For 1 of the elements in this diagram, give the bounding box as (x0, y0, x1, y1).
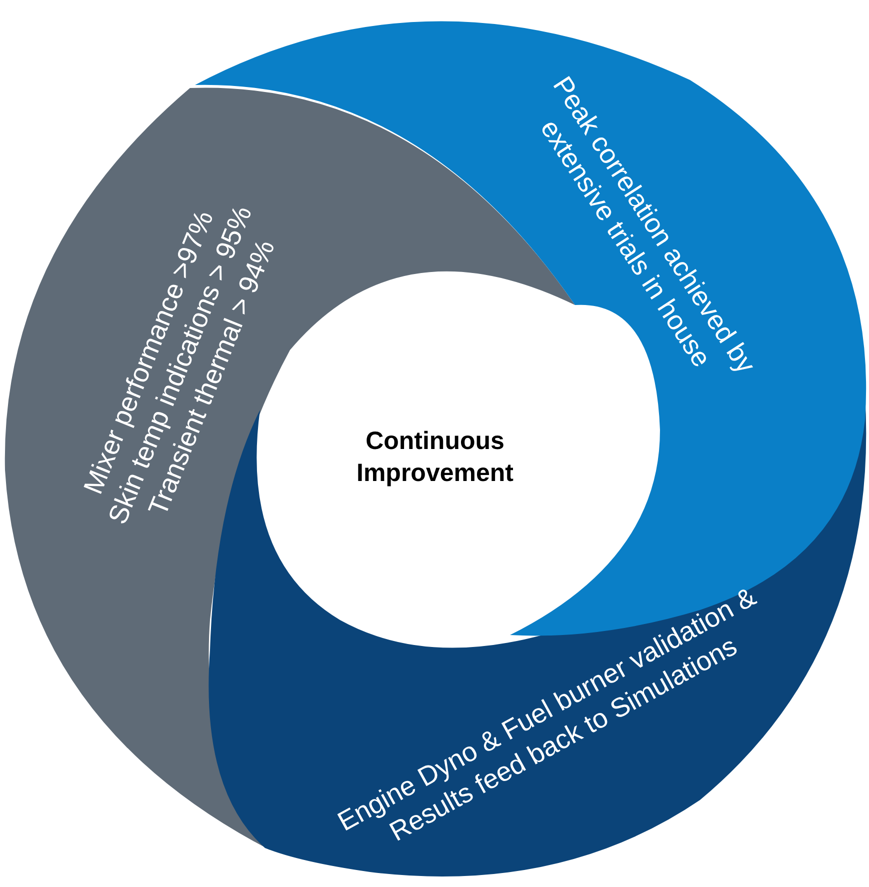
center-title: Continuous Improvement (345, 425, 525, 489)
